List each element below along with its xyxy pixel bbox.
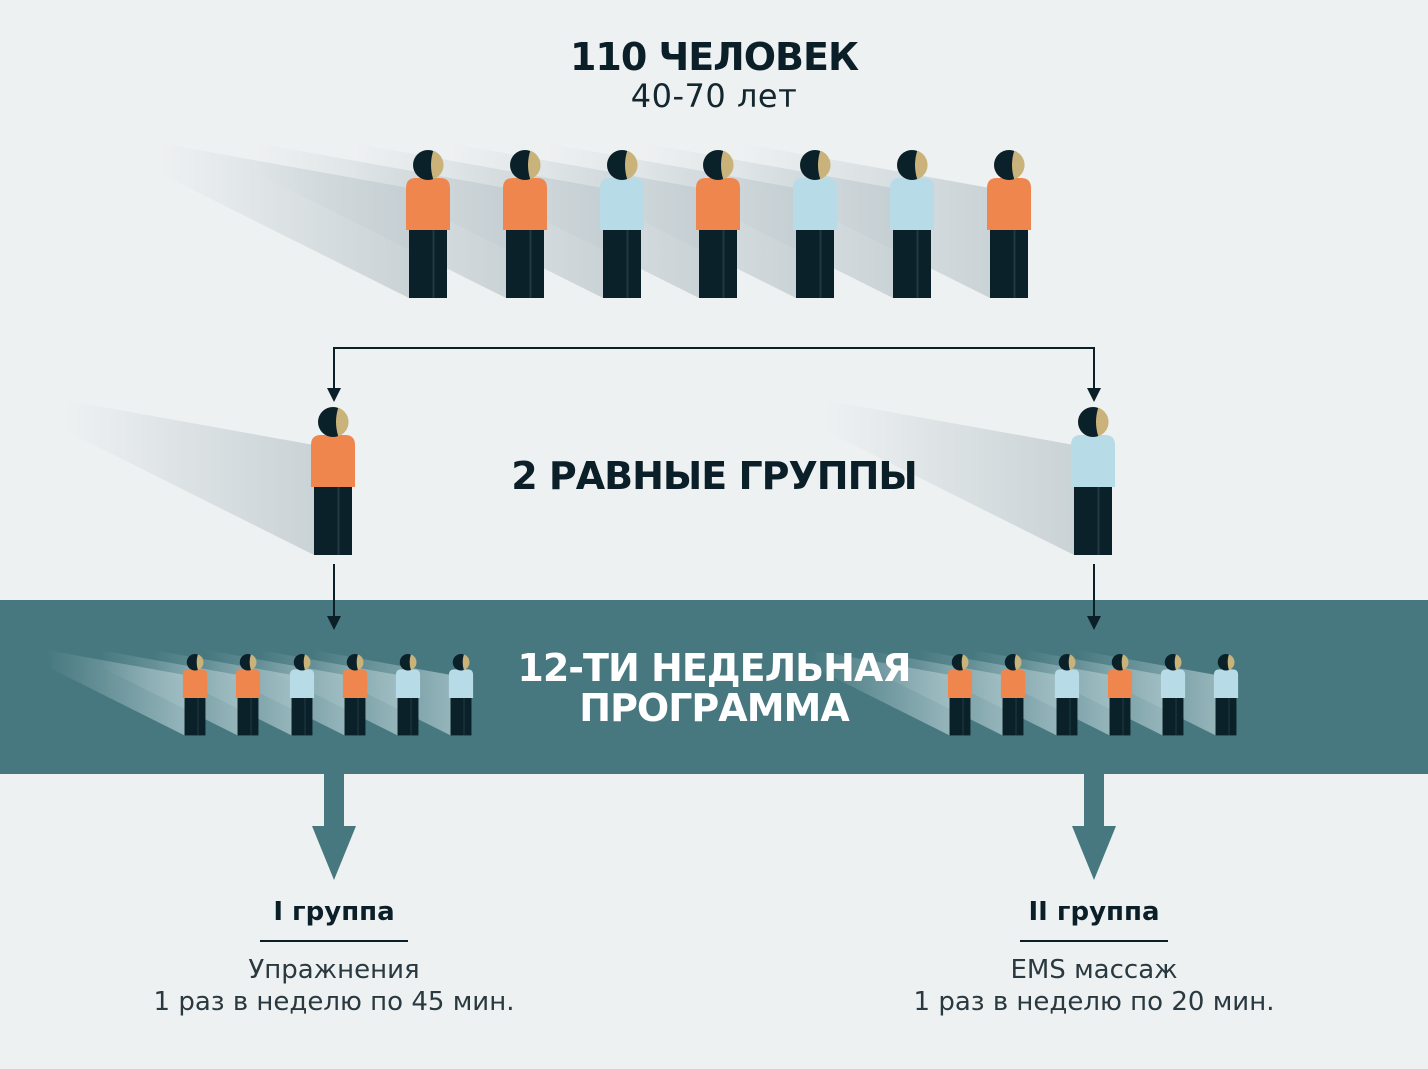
top-person-4: [696, 150, 740, 298]
group-rep-1-shirt: [311, 435, 355, 487]
top-person-6: [890, 150, 934, 298]
split-line: [333, 347, 1095, 390]
top-person-4-legs: [699, 230, 737, 298]
group-rep-2-shirt: [1071, 435, 1115, 487]
arrow-down-right-top: [1087, 388, 1101, 402]
top-person-1-face: [431, 150, 444, 180]
top-person-1-legs: [409, 230, 447, 298]
top-person-4-leg-gap: [722, 230, 725, 298]
groups-title: 2 РАВНЫЕ ГРУППЫ: [511, 454, 918, 498]
top-person-6-leg-gap: [916, 230, 919, 298]
group-1-divider: [260, 940, 408, 942]
top-person-3: [600, 150, 644, 298]
top-person-7-face: [1012, 150, 1025, 180]
total-participants-title: 110 ЧЕЛОВЕК: [569, 35, 859, 79]
top-person-1-shirt: [406, 178, 450, 230]
top-person-3-leg-gap: [626, 230, 629, 298]
top-person-5-shirt: [793, 178, 837, 230]
top-person-6-face: [915, 150, 928, 180]
top-person-1-leg-gap: [432, 230, 435, 298]
group-rep-2-face: [1096, 407, 1109, 437]
top-person-4-shirt: [696, 178, 740, 230]
split-connector: [333, 347, 1095, 390]
group-rep-1-shadow: [64, 400, 314, 555]
group-1-activity: Упражнения: [248, 955, 420, 985]
top-person-1: [406, 150, 450, 298]
top-person-2-face: [528, 150, 541, 180]
top-person-6-legs: [893, 230, 931, 298]
top-person-7-legs: [990, 230, 1028, 298]
top-person-5-legs: [796, 230, 834, 298]
group-2-label: II группа: [1028, 897, 1160, 927]
top-person-7-leg-gap: [1013, 230, 1016, 298]
top-person-2-leg-gap: [529, 230, 532, 298]
group-rep-2-leg-gap: [1097, 487, 1100, 555]
age-range-subtitle: 40-70 лет: [630, 77, 798, 115]
group-2-activity: EMS массаж: [1010, 955, 1178, 985]
group-1-schedule: 1 раз в неделю по 45 мин.: [153, 987, 515, 1017]
top-person-5: [793, 150, 837, 298]
group-rep-2-legs: [1074, 487, 1112, 555]
group-rep-2-shadow: [824, 400, 1074, 555]
group-rep-2: [1071, 407, 1115, 555]
top-person-2-legs: [506, 230, 544, 298]
top-person-4-face: [721, 150, 734, 180]
program-title: 12-ТИ НЕДЕЛЬНАЯ ПРОГРАММА: [517, 646, 911, 730]
top-person-7: [987, 150, 1031, 298]
top-person-3-face: [625, 150, 638, 180]
group-1-label: I группа: [273, 897, 395, 927]
group-rep-1-legs: [314, 487, 352, 555]
group-rep-1: [311, 407, 355, 555]
arrow-down-left-top: [327, 388, 341, 402]
top-person-7-shirt: [987, 178, 1031, 230]
top-person-3-shirt: [600, 178, 644, 230]
top-person-5-face: [818, 150, 831, 180]
group-2-schedule: 1 раз в неделю по 20 мин.: [913, 987, 1275, 1017]
group-rep-1-face: [336, 407, 349, 437]
group-2-divider: [1020, 940, 1168, 942]
group-rep-1-leg-gap: [337, 487, 340, 555]
top-person-5-leg-gap: [819, 230, 822, 298]
top-person-3-legs: [603, 230, 641, 298]
top-person-6-shirt: [890, 178, 934, 230]
top-person-2-shirt: [503, 178, 547, 230]
top-person-2: [503, 150, 547, 298]
